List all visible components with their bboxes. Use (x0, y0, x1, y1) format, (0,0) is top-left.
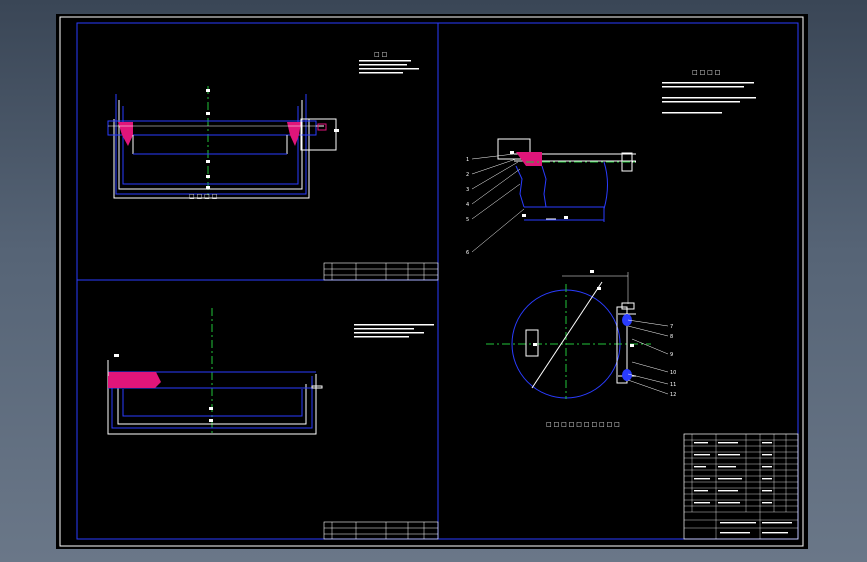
view-3-nozzle-detail (471, 138, 638, 253)
balloon: 6 (466, 250, 469, 256)
title-block (683, 433, 799, 540)
view-2-channel-section (107, 308, 323, 435)
view-1-caption: □ □ □ □ (189, 193, 217, 200)
balloon: 10 (670, 370, 676, 376)
parts-table-1 (323, 262, 439, 281)
balloon: 1 (466, 157, 469, 163)
view-2-notes (354, 324, 434, 338)
view-4-caption: □ □ □ □ □ □ □ □ □ □ (546, 421, 620, 428)
balloon: 12 (670, 392, 676, 398)
balloon: 7 (670, 324, 673, 330)
view-4-plan-view (486, 270, 669, 399)
balloon: 5 (466, 217, 469, 223)
balloon: 4 (466, 202, 469, 208)
notes-title-right: □ □ □ □ (692, 69, 720, 76)
balloon: 2 (466, 172, 469, 178)
balloon: 3 (466, 187, 469, 193)
balloon: 8 (670, 334, 673, 340)
balloon: 9 (670, 352, 673, 358)
cad-drawing: □ □ □ □ □ □ (59, 16, 804, 547)
drawing-viewport[interactable]: □ □ □ □ □ □ (56, 14, 808, 549)
view-3-notes: □ □ □ □ (662, 69, 756, 114)
sheet-border-outer (59, 16, 804, 547)
balloon: 11 (670, 382, 676, 388)
view-1-notes: □ □ (359, 51, 419, 74)
parts-table-2 (323, 521, 439, 540)
notes-title-left: □ □ (374, 51, 387, 58)
view-1-flange-section (107, 86, 339, 199)
balloon-numbers: 1 2 3 4 5 6 7 8 9 10 11 12 (466, 157, 676, 398)
